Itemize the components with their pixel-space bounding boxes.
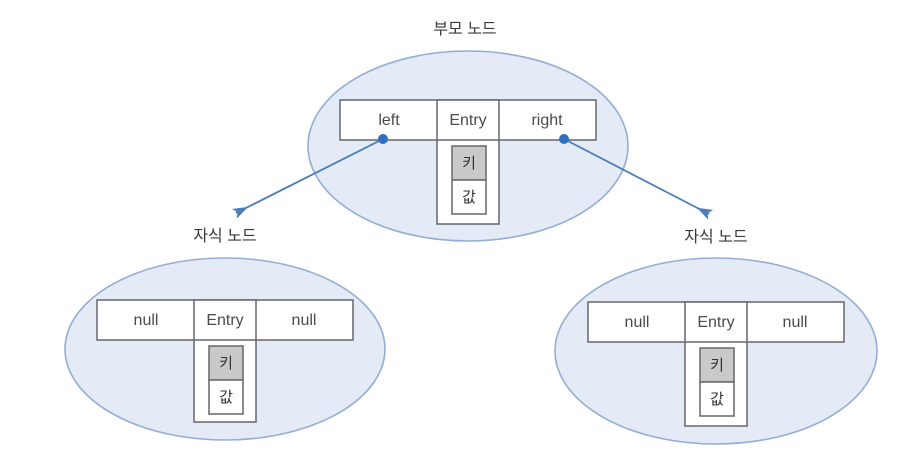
- right-pointer-origin-dot: [559, 134, 569, 144]
- left-child-key-cell-label: 키: [219, 355, 233, 372]
- right-child-entry-label: Entry: [697, 314, 734, 331]
- left-child-value-cell-label: 값: [219, 389, 233, 406]
- left-child-right-cell-label: null: [292, 312, 317, 329]
- parent-value-cell-box: [451, 179, 487, 215]
- right-child-value-cell-box: [699, 381, 735, 417]
- left-child-entry-header-box: [193, 299, 257, 341]
- parent-key-cell-label: 키: [462, 155, 476, 172]
- right-child-right-cell-label: null: [783, 314, 808, 331]
- right-child-entry-header-box: [684, 301, 748, 343]
- parent-node-title: 부모 노드: [433, 21, 496, 38]
- parent-value-cell-label: 값: [462, 189, 476, 206]
- right-child-node-group: 자식 노드 null null Entry 키 값: [554, 228, 878, 445]
- parent-entry-header-box: [436, 99, 500, 141]
- parent-right-cell-box[interactable]: [497, 99, 597, 141]
- left-child-value-cell-box: [208, 379, 244, 415]
- right-child-left-cell-label: null: [625, 314, 650, 331]
- right-child-right-cell-box[interactable]: [745, 301, 845, 343]
- left-child-pointer-arrow: [231, 138, 384, 219]
- left-pointer-origin-dot: [378, 134, 388, 144]
- parent-right-cell-label: right: [531, 112, 563, 129]
- parent-left-cell-box[interactable]: [339, 99, 439, 141]
- left-child-right-cell-box[interactable]: [254, 299, 354, 341]
- right-child-key-cell-box: [699, 347, 735, 383]
- left-child-entry-label: Entry: [206, 312, 243, 329]
- child-pointer-arrows: [231, 134, 714, 220]
- left-child-node-title: 자식 노드: [193, 227, 256, 245]
- right-child-pointer-arrow: [563, 138, 714, 220]
- right-child-value-cell-label: 값: [710, 391, 724, 408]
- left-child-left-cell-box[interactable]: [96, 299, 196, 341]
- parent-node-group: 부모 노드 left right Entry 키 값: [307, 21, 629, 242]
- parent-left-cell-label: left: [378, 112, 400, 129]
- left-child-key-cell-box: [208, 345, 244, 381]
- left-child-left-cell-label: null: [134, 312, 159, 329]
- parent-entry-label: Entry: [449, 112, 486, 129]
- right-child-key-cell-label: 키: [710, 357, 724, 374]
- right-child-left-cell-box[interactable]: [587, 301, 687, 343]
- left-child-node-group: 자식 노드 null null Entry 키 값: [64, 227, 386, 441]
- right-child-node-title: 자식 노드: [684, 228, 747, 246]
